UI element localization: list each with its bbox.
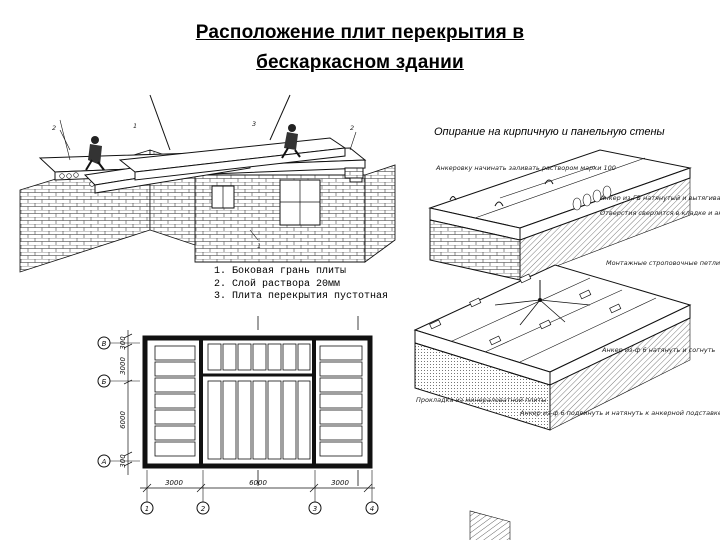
- axis-label-V: В: [102, 340, 107, 348]
- axis-marker-B: Б: [97, 374, 111, 388]
- page-title-line2: бескаркасном здании: [256, 52, 464, 73]
- axis-label-1: 1: [145, 505, 149, 513]
- axis-marker-4: 4: [365, 501, 379, 515]
- detail-note-4: Монтажные строповочные петли: [606, 259, 720, 267]
- slab-group-middle-bottom: [207, 380, 311, 460]
- axis-marker-1: 1: [140, 501, 154, 515]
- axis-label-A: А: [101, 458, 107, 466]
- detail-note-1: Анкеровку начинать заливать раствором ма…: [435, 164, 616, 172]
- axis-label-4: 4: [370, 505, 374, 513]
- svg-text:1: 1: [257, 242, 261, 250]
- slab-group-left: [154, 345, 196, 457]
- crane-hook-icon: [494, 280, 591, 326]
- axis-label-3: 3: [313, 505, 317, 513]
- axis-marker-3: 3: [308, 501, 322, 515]
- floor-plan-drawing: 300 3000 6000 300 В Б А 3000 6000 300: [97, 316, 379, 515]
- axis-label-2: 2: [201, 505, 206, 513]
- svg-text:2: 2: [350, 124, 354, 132]
- building-isometric-drawing: 2 1 3 2 1: [19, 94, 396, 273]
- detail-note-6: Прокладка из минераловатной плиты: [416, 396, 547, 404]
- dim-horizontal-2: 6000: [249, 479, 267, 487]
- detail-note-3: Отверстия сверлится в кладке и анкере: [600, 209, 720, 217]
- worker-icon: [85, 136, 105, 171]
- dim-horizontal-3: 3000: [331, 479, 349, 487]
- axis-marker-A: А: [97, 454, 111, 468]
- panel-wall-support-detail: Монтажные строповочные петли Анкер из-ф …: [413, 259, 720, 540]
- axis-label-B: Б: [102, 378, 107, 386]
- svg-text:2: 2: [52, 124, 56, 132]
- brick-wall-support-detail: Анкеровку начинать заливать раствором ма…: [428, 149, 720, 281]
- dim-vertical-3: 6000: [119, 411, 127, 429]
- legend-item-1: 1. Боковая грань плиты: [214, 266, 347, 277]
- support-caption: Опирание на кирпичную и панельную стены: [434, 126, 665, 138]
- legend: 1. Боковая грань плиты 2. Слой раствора …: [214, 266, 388, 304]
- legend-item-3: 3. Плита перекрытия пустотная: [214, 291, 389, 302]
- worker-icon: [281, 124, 301, 159]
- slab-group-right: [319, 345, 363, 457]
- dim-horizontal-1: 3000: [165, 479, 183, 487]
- page-title-line1: Расположение плит перекрытия в: [195, 22, 525, 43]
- detail-note-7: Анкер из-ф 6 подвинуть и натянуть к анке…: [519, 409, 720, 417]
- axis-marker-V: В: [97, 336, 111, 350]
- svg-text:1: 1: [133, 122, 137, 130]
- axis-marker-2: 2: [196, 501, 210, 515]
- slab-group-middle-top: [207, 343, 311, 371]
- detail-note-5: Анкер из-ф 6 натянуть и согнуть: [601, 346, 716, 354]
- legend-item-2: 2. Слой раствора 20мм: [214, 278, 341, 290]
- dim-vertical-2: 3000: [119, 357, 127, 375]
- detail-note-2: Анкер из-ГБ натянутый и вытягивается: [599, 194, 720, 202]
- svg-text:3: 3: [252, 120, 256, 128]
